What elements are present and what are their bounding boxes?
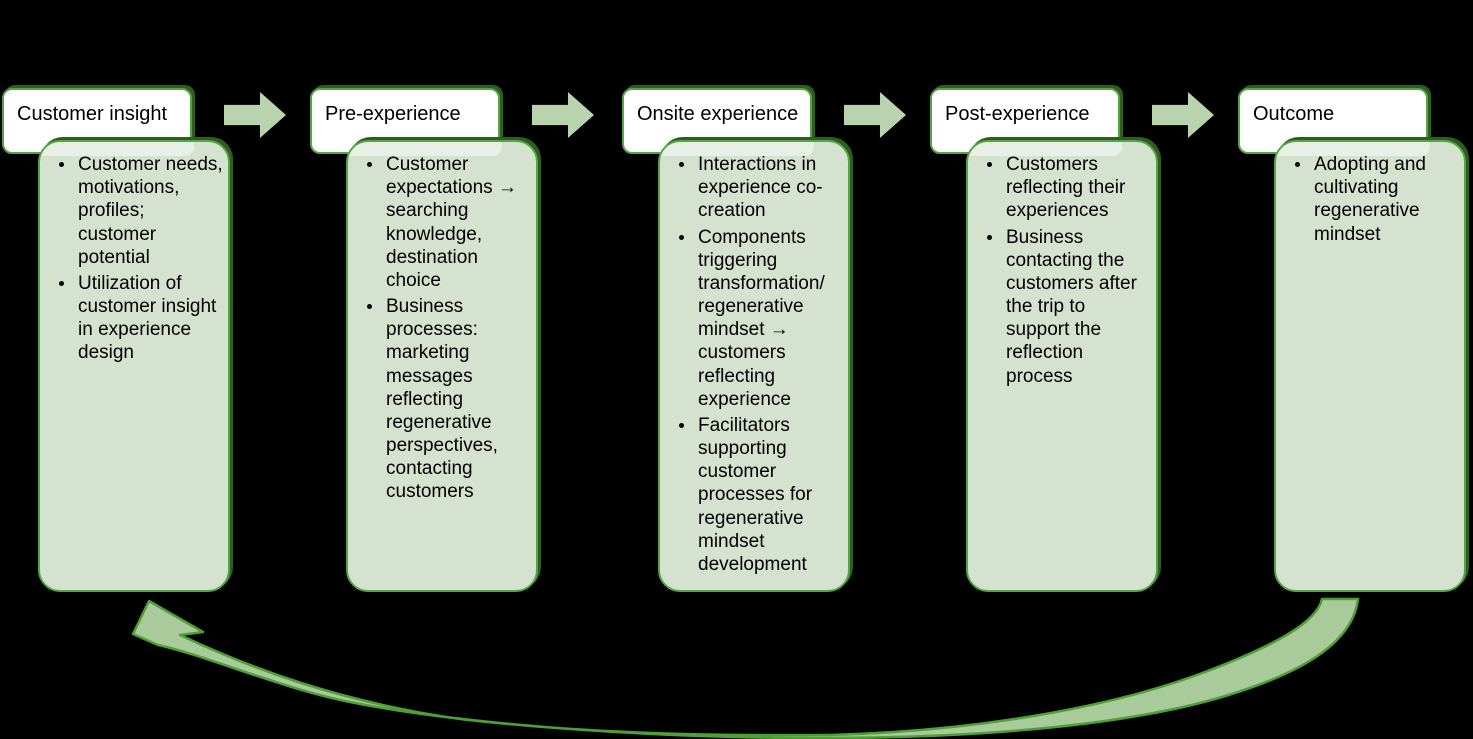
stage-pre-experience: Customer expectations → searching knowle…: [310, 88, 620, 598]
stage-bullet-list: Adopting and cultivating regenerative mi…: [1276, 142, 1464, 246]
stage-outcome: Adopting and cultivating regenerative mi…: [1238, 88, 1473, 598]
bullet-item: Business processes: marketing messages r…: [384, 295, 532, 504]
bullet-item: Facilitators supporting customer process…: [696, 414, 844, 576]
stage-content-box: Adopting and cultivating regenerative mi…: [1274, 140, 1466, 592]
bullet-item: Customers reflecting their experiences: [1004, 153, 1152, 223]
stage-content-box: Interactions in experience co-creationCo…: [658, 140, 850, 592]
stage-bullet-list: Customer expectations → searching knowle…: [348, 142, 536, 504]
stage-header-label: Customer insight: [17, 102, 168, 125]
flow-arrow-icon: [224, 92, 286, 138]
stage-content-box: Customer expectations → searching knowle…: [346, 140, 538, 592]
stage-header-label: Post-experience: [945, 102, 1090, 125]
stage-header-label: Pre-experience: [325, 102, 461, 125]
stage-bullet-list: Interactions in experience co-creationCo…: [660, 142, 848, 576]
flow-arrow-icon: [844, 92, 906, 138]
bullet-item: Adopting and cultivating regenerative mi…: [1312, 153, 1460, 246]
stage-customer-insight: Customer needs, motivations, profiles; c…: [2, 88, 312, 598]
bullet-item: Utilization of customer insight in exper…: [76, 272, 224, 365]
bullet-item: Interactions in experience co-creation: [696, 153, 844, 223]
stage-header-label: Outcome: [1253, 102, 1335, 125]
stage-post-experience: Customers reflecting their experiencesBu…: [930, 88, 1240, 598]
bullet-item: Components triggering transformation/ re…: [696, 226, 844, 411]
stage-content-box: Customers reflecting their experiencesBu…: [966, 140, 1158, 592]
flow-arrow-icon: [532, 92, 594, 138]
bullet-item: Business contacting the customers after …: [1004, 226, 1152, 388]
stage-header-label: Onsite experience: [637, 102, 799, 125]
stage-bullet-list: Customer needs, motivations, profiles; c…: [40, 142, 228, 365]
bullet-item: Customer needs, motivations, profiles; c…: [76, 153, 224, 269]
stage-bullet-list: Customers reflecting their experiencesBu…: [968, 142, 1156, 388]
flow-arrow-icon: [1152, 92, 1214, 138]
bullet-item: Customer expectations → searching knowle…: [384, 153, 532, 292]
stage-content-box: Customer needs, motivations, profiles; c…: [38, 140, 230, 592]
stage-onsite-experience: Interactions in experience co-creationCo…: [622, 88, 932, 598]
